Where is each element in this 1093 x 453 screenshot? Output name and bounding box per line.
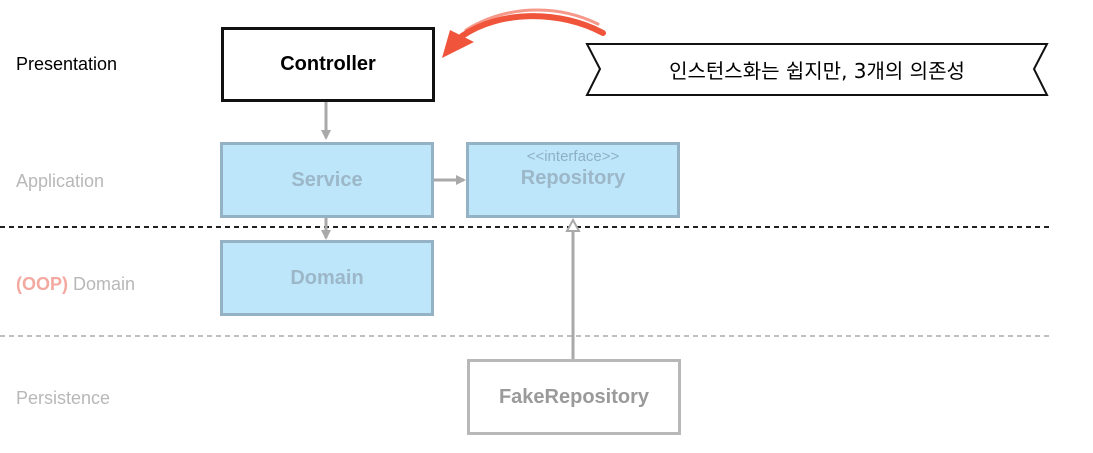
fake-repository-label: FakeRepository [498,385,650,408]
controller-box: Controller [221,27,435,102]
service-label: Service [291,168,363,191]
fake-repository-box: FakeRepository [467,359,681,435]
service-box: Service [220,142,434,218]
layer-label-presentation: Presentation [16,54,118,74]
callout-banner [585,43,1049,96]
red-callout-arrow [442,8,606,58]
repository-label: Repository [520,167,626,189]
domain-box: Domain [220,240,434,316]
implements-arrowhead [565,217,581,232]
layer-label-application: Application [16,171,105,191]
layer-label-persistence: Persistence [16,388,111,408]
layer-label-domain: (OOP) Domain [16,274,135,295]
callout-text: 인스턴스화는 쉽지만, 3개의 의존성 [669,58,965,83]
controller-label: Controller [280,53,376,75]
repository-interface-box: <<interface>> Repository [466,142,680,218]
domain-label: Domain [290,266,364,289]
interface-stereotype: <<interface>> [526,148,620,165]
domain-layer-name: Domain [73,274,136,294]
oop-prefix: (OOP) [16,274,68,294]
